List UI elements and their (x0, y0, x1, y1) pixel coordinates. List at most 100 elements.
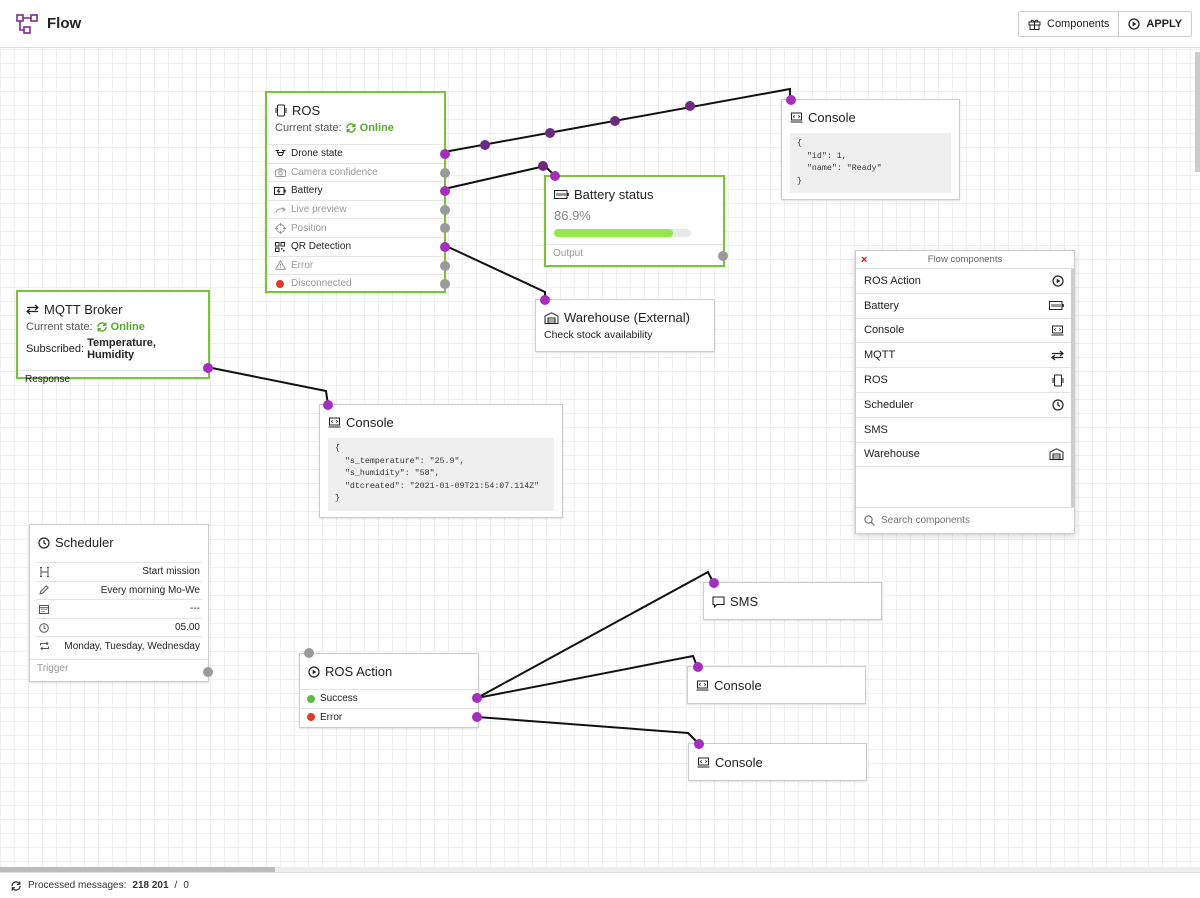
component-mqtt[interactable]: MQTT (856, 343, 1074, 369)
output-port-battery[interactable] (440, 186, 450, 196)
input-port[interactable] (323, 400, 333, 410)
battery-level-bar (554, 229, 691, 237)
panel-title: Flow components (927, 254, 1003, 265)
panel-scrollbar[interactable] (1071, 269, 1075, 507)
sms-node[interactable]: SMS (703, 578, 882, 620)
vertical-scrollbar[interactable] (1195, 52, 1200, 172)
sms-title: SMS (704, 583, 881, 613)
device-icon (1052, 374, 1064, 387)
console-icon (697, 757, 710, 768)
components-button-label: Components (1047, 18, 1110, 30)
panel-close-icon[interactable]: × (861, 254, 868, 266)
red-dot-icon (307, 713, 315, 722)
output-port-error[interactable] (440, 261, 450, 271)
components-button[interactable]: Components (1019, 12, 1119, 36)
processed-messages-errors: 0 (183, 880, 189, 891)
output-port-live-preview[interactable] (440, 205, 450, 215)
calendar-icon (38, 603, 50, 615)
play-circle-icon (308, 665, 320, 678)
play-circle-icon (1052, 275, 1064, 287)
component-battery[interactable]: Battery (856, 294, 1074, 319)
output-port-success[interactable] (472, 693, 482, 703)
scheduler-row-date: --- (36, 599, 202, 618)
ros-action-title: ROS Action (300, 654, 478, 683)
output-port-drone-state[interactable] (440, 149, 450, 159)
sync-icon (96, 322, 107, 332)
component-warehouse[interactable]: Warehouse (856, 443, 1074, 468)
processed-messages-label: Processed messages: (28, 880, 127, 891)
arrows-icon (26, 304, 39, 315)
sync-icon (11, 880, 21, 891)
warehouse-node[interactable]: Warehouse (External) Check stock availab… (535, 295, 715, 352)
input-port[interactable] (694, 739, 704, 749)
output-port[interactable] (718, 251, 728, 261)
warehouse-subtitle: Check stock availability (544, 329, 653, 341)
input-port[interactable] (786, 95, 796, 105)
ros-action-node[interactable]: ROS Action Success Error (299, 648, 482, 728)
mqtt-subscribed: Subscribed: Temperature, Humidity (26, 337, 156, 361)
horizontal-scrollbar-thumb[interactable] (0, 867, 275, 872)
output-port-qr-detection[interactable] (440, 242, 450, 252)
console-node-top[interactable]: Console { "id": 1, "name": "Ready" } (781, 95, 960, 200)
input-port[interactable] (304, 648, 314, 658)
output-battery: Battery (267, 181, 444, 200)
output-camera-confidence: Camera confidence (267, 162, 444, 182)
input-port[interactable] (550, 171, 560, 181)
ros-node-title: ROS (267, 93, 444, 122)
qr-icon (274, 241, 286, 253)
repeat-icon (38, 640, 50, 652)
arrows-icon (1051, 350, 1064, 361)
search-icon (864, 515, 875, 526)
clock-icon (38, 622, 50, 634)
battery-level-fill (554, 229, 674, 237)
apply-button-label: APPLY (1146, 18, 1183, 30)
warehouse-icon (1049, 448, 1064, 461)
clock-icon (1052, 399, 1064, 411)
console-icon (790, 112, 803, 123)
output-port-position[interactable] (440, 223, 450, 233)
ros-node[interactable]: ROS Current state: Online Drone state Ca… (265, 91, 450, 293)
component-ros-action[interactable]: ROS Action (856, 269, 1074, 294)
output-port-disconnected[interactable] (440, 279, 450, 289)
output-drone-state: Drone state (267, 144, 444, 163)
component-console[interactable]: Console (856, 319, 1074, 344)
gift-icon (1028, 19, 1041, 30)
heading-icon (38, 566, 50, 578)
console-node-success[interactable]: Console (687, 662, 866, 704)
mqtt-broker-node[interactable]: MQTT Broker Current state: Online Subscr… (16, 290, 213, 385)
output-qr-detection: QR Detection (267, 236, 444, 256)
ros-state-value: Online (359, 122, 394, 134)
console-icon (696, 680, 709, 691)
apply-button[interactable]: APPLY (1118, 12, 1192, 36)
ros-action-error-row: Error (300, 707, 478, 727)
output-port-error[interactable] (472, 712, 482, 722)
console-node-error[interactable]: Console (688, 739, 867, 781)
battery-output-row: Output (546, 244, 723, 263)
console-node-mid[interactable]: Console { "s_temperature": "25.9", "s_hu… (319, 400, 563, 518)
warehouse-icon (544, 311, 559, 324)
output-disconnected: Disconnected (267, 274, 444, 293)
crosshair-icon (274, 222, 286, 234)
warning-icon (274, 259, 286, 271)
video-icon (274, 204, 286, 216)
app-title: Flow (47, 15, 82, 32)
output-port-trigger[interactable] (203, 667, 213, 677)
output-port-response[interactable] (203, 363, 213, 373)
output-port-camera-confidence[interactable] (440, 168, 450, 178)
ros-outputs: Drone state Camera confidence Battery Li… (267, 144, 444, 293)
ros-state: Current state: Online (267, 122, 444, 138)
component-sms[interactable]: SMS (856, 418, 1074, 443)
message-icon (712, 595, 725, 608)
input-port[interactable] (540, 295, 550, 305)
horizontal-scrollbar[interactable] (0, 867, 1200, 872)
input-port[interactable] (693, 662, 703, 672)
scheduler-node[interactable]: Scheduler Start mission Every morning Mo… (29, 524, 213, 682)
console-top-title: Console (782, 100, 959, 129)
app-header: Flow Components APPLY (0, 0, 1200, 48)
search-components-input[interactable] (881, 515, 1061, 526)
input-port[interactable] (709, 578, 719, 588)
component-ros[interactable]: ROS (856, 368, 1074, 393)
component-scheduler[interactable]: Scheduler (856, 393, 1074, 418)
battery-icon (1049, 301, 1064, 311)
battery-status-node[interactable]: Battery status 86.9% Output (544, 171, 728, 267)
